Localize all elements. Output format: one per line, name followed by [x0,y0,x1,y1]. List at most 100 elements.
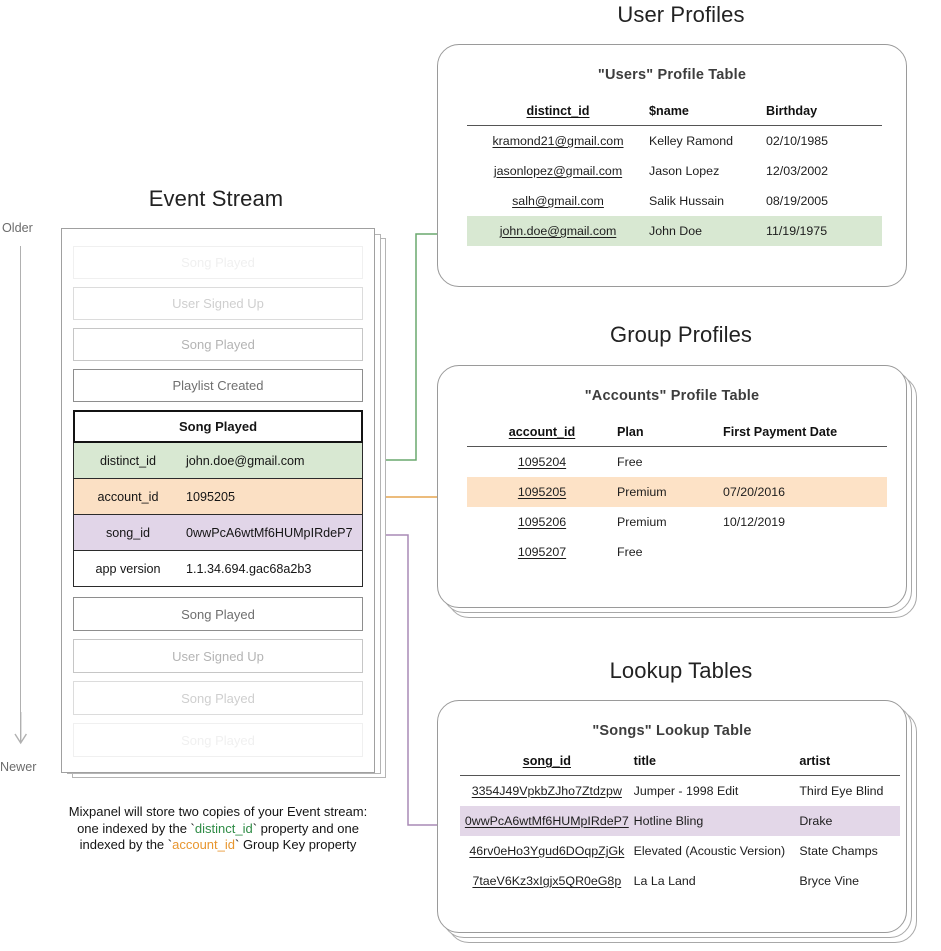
caption-line-2-suffix: ` property and one [252,820,359,836]
event-item[interactable]: User Signed Up [73,287,363,320]
table-row[interactable]: 1095204 Free [467,447,887,478]
caption-line-1: Mixpanel will store two copies of your E… [68,804,368,819]
event-stream-title: Event Stream [148,186,284,211]
table-cell: kramond21@gmail.com [467,126,649,157]
event-item[interactable]: Playlist Created [73,369,363,402]
table-cell: 1095205 [467,477,617,507]
table-cell: 02/10/1985 [766,134,829,148]
table-cell: Hotline Bling [633,806,800,836]
event-property-key: distinct_id [99,453,156,468]
primary-key-value: 1095205 [517,485,567,499]
table-cell: 10/12/2019 [723,515,786,529]
column-header-artist: artist [799,754,900,776]
lookup-tables-title: Lookup Tables [609,658,753,683]
event-property-key: app version [95,561,161,576]
event-property-row[interactable]: app version 1.1.34.694.gac68a2b3 [73,551,363,587]
event-property-value: 1.1.34.694.gac68a2b3 [186,561,312,576]
caption-line-3-prefix: indexed by the ` [79,837,173,852]
event-property-row[interactable]: account_id 1095205 [73,479,363,515]
table-cell: Premium [617,515,667,529]
time-axis-line [20,246,22,726]
table-cell: Premium [617,477,723,507]
event-item[interactable]: Song Played [73,328,363,361]
table-cell: 1095207 [467,537,617,567]
column-header-label: Plan [617,425,644,439]
table-row[interactable]: 1095207 Free [467,537,887,567]
table-cell: Elevated (Acoustic Version) [633,844,786,858]
caption-line-3: indexed by the `account_id` Group Key pr… [34,837,402,854]
column-header-first-payment-date: First Payment Date [723,425,887,447]
primary-key-value: 0wwPcA6wtMf6HUMpIRdeP7 [464,814,629,828]
songs-card-title: "Songs" Lookup Table [592,723,752,739]
table-row[interactable]: salh@gmail.com Salik Hussain 08/19/2005 [467,186,882,216]
table-cell: Salik Hussain [649,194,725,208]
event-item[interactable]: Song Played [73,681,363,715]
table-cell: John Doe [649,216,766,246]
table-cell [723,447,887,478]
event-item[interactable]: Song Played [73,246,363,279]
primary-key-value: 46rv0eHo3Ygud6DOqpZjGk [469,844,625,858]
column-header-label: Birthday [766,104,818,118]
selected-event-header[interactable]: Song Played [73,410,363,443]
table-cell: jasonlopez@gmail.com [467,156,649,186]
accounts-card-title: "Accounts" Profile Table [584,388,760,404]
table-row[interactable]: 46rv0eHo3Ygud6DOqpZjGk Elevated (Acoustic… [460,836,900,866]
event-item[interactable]: Song Played [73,723,363,757]
event-stream-caption: Mixpanel will store two copies of your E… [34,804,402,854]
primary-key-value: 1095204 [517,455,567,469]
column-header-birthday: Birthday [766,104,882,126]
table-cell: Drake [799,806,900,836]
event-property-value: 0wwPcA6wtMf6HUMpIRdeP7 [186,525,353,540]
primary-key-value: salh@gmail.com [512,194,604,208]
primary-key-value: 1095207 [517,545,567,559]
column-header-label: distinct_id [526,104,590,118]
primary-key-value: 3354J49VpkbZJho7Ztdzpw [471,784,622,798]
primary-key-value: 1095206 [517,515,567,529]
table-cell: 07/20/2016 [723,477,887,507]
user-profiles-title: User Profiles [617,2,745,27]
caption-line-2: one indexed by the `distinct_id` propert… [34,821,402,838]
column-header-label: account_id [508,425,576,439]
table-cell: Free [617,455,643,469]
table-cell: Free [617,545,643,559]
event-property-value: 1095205 [186,489,236,504]
table-cell: Kelley Ramond [649,134,734,148]
column-header-distinct-id: distinct_id [467,104,649,126]
axis-label-older: Older [2,221,33,235]
table-cell: 11/19/1975 [766,216,882,246]
event-item[interactable]: User Signed Up [73,639,363,673]
table-row[interactable]: 1095206 Premium 10/12/2019 [467,507,887,537]
primary-key-value: john.doe@gmail.com [499,224,617,238]
table-cell: Jason Lopez [649,164,720,178]
column-header-title: title [633,754,800,776]
table-cell: Bryce Vine [799,874,860,888]
primary-key-value: kramond21@gmail.com [492,134,624,148]
event-item[interactable]: Song Played [73,597,363,631]
column-header-account-id: account_id [467,425,617,447]
axis-label-newer: Newer [0,760,37,774]
table-cell: 3354J49VpkbZJho7Ztdzpw [460,776,634,807]
caption-token-account-id: account_id [172,837,235,852]
table-cell: 08/19/2005 [766,194,829,208]
table-row[interactable]: kramond21@gmail.com Kelley Ramond 02/10/19… [467,126,882,157]
event-property-key: account_id [97,489,159,504]
table-cell: 46rv0eHo3Ygud6DOqpZjGk [460,836,634,866]
table-cell: 1095206 [467,507,617,537]
